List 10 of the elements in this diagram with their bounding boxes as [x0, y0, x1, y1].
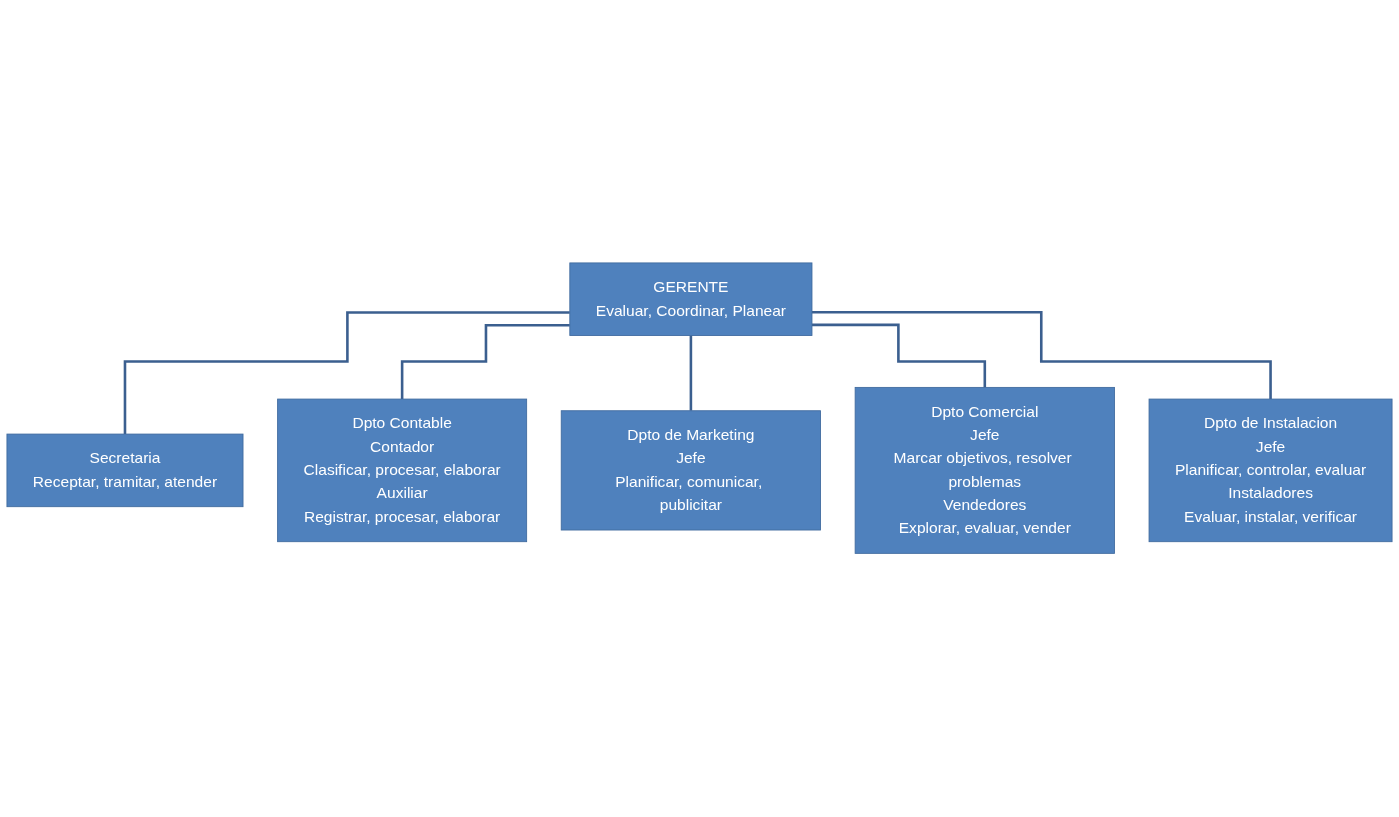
node-box: Dpto Comercial Jefe Marcar objetivos, resolver problemas Vendedores Explorar, evaluar, vender: [854, 387, 1115, 555]
node-box: Dpto de Marketing Jefe Planificar, comunicar, publicitar: [560, 410, 821, 531]
connector: [812, 311, 1272, 401]
connector: [689, 334, 693, 413]
node-box: Dpto Contable Contador Clasificar, procesar, elaborar Auxiliar Registrar, procesar, elaborar: [277, 399, 528, 543]
connector: [400, 324, 570, 401]
node-box: GERENTE Evaluar, Coordinar, Planear: [569, 262, 813, 337]
node-box: Dpto de Instalacion Jefe Planificar, controlar, evaluar Instaladores Evaluar, instalar, verificar: [1148, 399, 1393, 543]
node-box: Secretaria Receptar, tramitar, atender: [6, 434, 244, 508]
connector: [123, 311, 570, 436]
